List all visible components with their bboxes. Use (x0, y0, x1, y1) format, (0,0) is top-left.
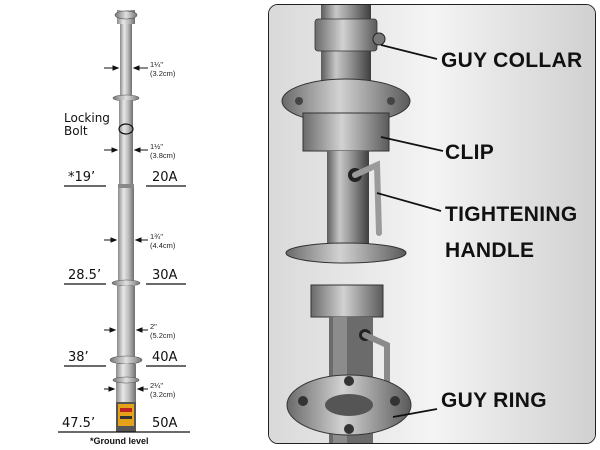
dimension-label: 1¼"(3.2cm) (150, 60, 176, 78)
middle-plate (285, 242, 407, 264)
handle-label: HANDLE (445, 239, 535, 262)
dimension-label: 2"(5.2cm) (150, 322, 176, 340)
guy-collar (314, 18, 378, 52)
level-amp: 50A (152, 416, 178, 431)
level-height: 38’ (68, 350, 89, 365)
level-amp: 30A (152, 268, 178, 283)
hardware-photo (269, 5, 595, 443)
callout-lines (376, 44, 444, 418)
level-lines (58, 185, 190, 433)
tightening-label: TIGHTENING (445, 203, 578, 226)
locking-bolt-label: Locking Bolt (64, 111, 110, 138)
mast-section-1 (120, 24, 132, 100)
level-height: *19’ (68, 170, 96, 185)
level-amp: 40A (152, 350, 178, 365)
mast-section-4 (117, 286, 135, 364)
clip (302, 112, 390, 152)
guy-collar-label: GUY COLLAR (441, 49, 583, 72)
middle-rod (327, 151, 369, 251)
hardware-photo-panel: GUY COLLAR CLIP TIGHTENING HANDLE GUY RI… (268, 4, 596, 444)
guy-ring-label: GUY RING (441, 389, 547, 412)
mast-section-2 (119, 100, 133, 186)
mast-section-3 (118, 188, 134, 284)
guy-ring-2 (111, 279, 141, 287)
tightening-handle (352, 160, 382, 236)
dimension-label: 1¾"(4.4cm) (150, 232, 176, 250)
mast-base-label (118, 404, 134, 426)
guy-ring-3 (109, 355, 143, 365)
dimension-label: 1½"(3.8cm) (150, 142, 176, 160)
level-height: 47.5’ (62, 416, 96, 431)
dimension-arrows (104, 65, 148, 392)
level-amp: 20A (152, 170, 178, 185)
mast-drawing (58, 10, 190, 433)
clip-label: CLIP (445, 141, 495, 164)
dimension-label: 2¼"(3.2cm) (150, 381, 176, 399)
mast-diagram: Locking Bolt 1¼"(3.2cm) 1½"(3.8cm) 1¾"(4… (0, 0, 265, 450)
lower-clip (310, 284, 384, 318)
ground-level-footnote: *Ground level (90, 436, 149, 446)
level-height: 28.5’ (68, 268, 102, 283)
locking-bolt-circle (118, 123, 134, 135)
